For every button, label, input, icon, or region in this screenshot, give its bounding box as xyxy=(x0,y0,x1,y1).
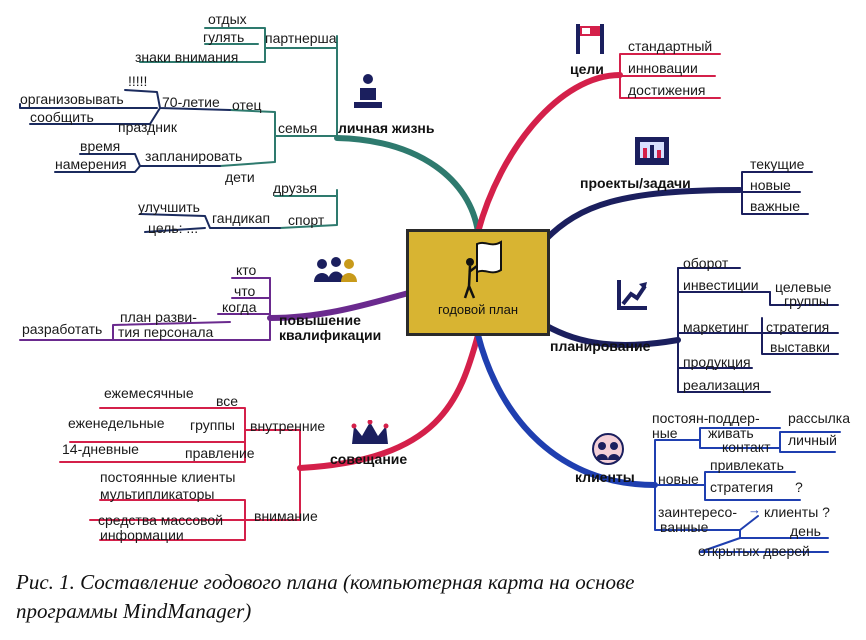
branch-meeting-line xyxy=(297,332,481,471)
node-improve[interactable]: улучшить xyxy=(138,199,200,215)
node-permanent-2[interactable]: ные xyxy=(652,425,678,441)
branch-title-qualification-1[interactable]: повышение xyxy=(279,312,361,328)
figure-caption-line-2: программы MindManager) xyxy=(16,599,252,623)
node-biweekly[interactable]: 14-дневные xyxy=(62,441,139,457)
node-inform[interactable]: сообщить xyxy=(30,109,94,125)
node-weekly[interactable]: еженедельные xyxy=(68,415,165,431)
node-attract[interactable]: привлекать xyxy=(710,457,784,473)
branch-title-projects[interactable]: проекты/задачи xyxy=(580,175,691,191)
node-arrow: → xyxy=(748,502,761,517)
node-maintain-2[interactable]: живать xyxy=(708,425,754,441)
branch-title-personal[interactable]: личная жизнь xyxy=(338,120,435,136)
crown-icon xyxy=(351,420,389,444)
person-icon xyxy=(354,74,382,108)
branch-personal-line xyxy=(334,135,481,235)
node-strategy-question[interactable]: ? xyxy=(795,479,803,495)
node-goals-1[interactable]: стандартный xyxy=(628,38,713,54)
branch-title-clients[interactable]: клиенты xyxy=(575,469,635,485)
node-children[interactable]: дети xyxy=(225,169,255,185)
node-who[interactable]: кто xyxy=(236,262,257,278)
branch-qualification-line xyxy=(267,287,423,321)
node-anniversary[interactable]: 70-летие xyxy=(162,94,220,110)
node-mass-media-2[interactable]: информации xyxy=(100,527,184,543)
node-develop[interactable]: разработать xyxy=(22,321,103,337)
figure-caption-line-1: Рис. 1. Составление годового плана (комп… xyxy=(16,570,635,594)
group-icon xyxy=(314,257,357,282)
node-day[interactable]: день xyxy=(790,523,821,539)
node-interested-2[interactable]: ванные xyxy=(660,519,709,535)
node-partner[interactable]: партнерша xyxy=(265,30,337,46)
node-target-groups-2[interactable]: группы xyxy=(784,293,829,309)
node-mailing[interactable]: рассылка xyxy=(788,410,851,426)
node-handicap[interactable]: гандикап xyxy=(212,210,271,226)
node-monthly[interactable]: ежемесячные xyxy=(104,385,194,401)
node-clients-question[interactable]: клиенты ? xyxy=(764,504,830,520)
node-internal[interactable]: внутренние xyxy=(250,418,326,434)
node-sport[interactable]: спорт xyxy=(288,212,325,228)
branch-title-planning[interactable]: планирование xyxy=(550,338,651,354)
node-plan[interactable]: запланировать xyxy=(145,148,243,164)
branch-title-goals[interactable]: цели xyxy=(570,61,604,77)
node-open-doors[interactable]: открытых дверей xyxy=(698,543,810,559)
node-friends[interactable]: друзья xyxy=(273,180,318,196)
node-time[interactable]: время xyxy=(80,138,121,154)
node-holiday[interactable]: праздник xyxy=(118,119,177,135)
node-goal[interactable]: цель: ... xyxy=(148,220,199,236)
node-investments[interactable]: инвестиции xyxy=(683,277,759,293)
node-permanent-1[interactable]: постоян- xyxy=(652,410,709,426)
node-projects-1[interactable]: текущие xyxy=(750,156,805,172)
node-attention-signs[interactable]: знаки внимания xyxy=(135,49,239,65)
node-contact[interactable]: контакт xyxy=(722,439,771,455)
chart-board-icon xyxy=(635,137,669,165)
node-father[interactable]: отец xyxy=(232,97,262,113)
node-maintain-1[interactable]: поддер- xyxy=(708,410,760,426)
node-walk[interactable]: гулять xyxy=(203,29,245,45)
node-plan-2[interactable]: тия персонала xyxy=(118,324,214,340)
node-multipliers[interactable]: мультипликаторы xyxy=(100,486,215,502)
central-topic[interactable]: годовой план xyxy=(406,229,550,336)
people-icon xyxy=(592,433,624,465)
node-board[interactable]: правление xyxy=(185,445,255,461)
node-intentions[interactable]: намерения xyxy=(55,156,127,172)
growth-arrow-icon xyxy=(617,280,647,310)
central-topic-label: годовой план xyxy=(437,302,519,317)
branch-title-qualification-2[interactable]: квалификации xyxy=(279,327,382,343)
node-sales[interactable]: реализация xyxy=(683,377,760,393)
branch-projects-line xyxy=(542,187,743,243)
node-projects-3[interactable]: важные xyxy=(750,198,801,214)
node-rest[interactable]: отдых xyxy=(208,11,247,27)
node-attention[interactable]: внимание xyxy=(254,508,318,524)
node-mass-media-1[interactable]: средства массовой xyxy=(98,512,224,528)
node-personal-contact[interactable]: личный xyxy=(788,432,837,448)
node-new[interactable]: новые xyxy=(658,471,699,487)
node-family[interactable]: семья xyxy=(278,120,318,136)
node-goals-3[interactable]: достижения xyxy=(628,82,706,98)
figure-caption: Рис. 1. Составление годового плана (комп… xyxy=(16,568,856,626)
node-organize[interactable]: организовывать xyxy=(20,91,124,107)
node-interested-1[interactable]: заинтересо- xyxy=(658,504,737,520)
node-target-groups-1[interactable]: целевые xyxy=(775,279,832,295)
node-goals-2[interactable]: инновации xyxy=(628,60,698,76)
flag-icon xyxy=(576,24,604,54)
node-client-strategy[interactable]: стратегия xyxy=(710,479,774,495)
branch-goals-line xyxy=(475,72,623,235)
node-all[interactable]: все xyxy=(216,393,239,409)
node-projects-2[interactable]: новые xyxy=(750,177,791,193)
branch-planning-line xyxy=(542,322,681,348)
node-turnover[interactable]: оборот xyxy=(683,255,729,271)
branch-title-meeting[interactable]: совещание xyxy=(330,451,408,467)
node-regular-clients[interactable]: постоянные клиенты xyxy=(100,469,236,485)
node-exhibitions[interactable]: выставки xyxy=(770,339,830,355)
node-what[interactable]: что xyxy=(234,283,256,299)
node-groups[interactable]: группы xyxy=(190,417,235,433)
flag-figure-icon xyxy=(463,240,502,299)
node-when[interactable]: когда xyxy=(222,299,257,315)
node-exclaim[interactable]: !!!!! xyxy=(128,73,148,89)
node-strategy[interactable]: стратегия xyxy=(766,319,830,335)
branch-clients-line xyxy=(475,332,658,488)
node-plan-1[interactable]: план разви- xyxy=(120,309,197,325)
node-products[interactable]: продукция xyxy=(683,354,751,370)
node-marketing[interactable]: маркетинг xyxy=(683,319,749,335)
